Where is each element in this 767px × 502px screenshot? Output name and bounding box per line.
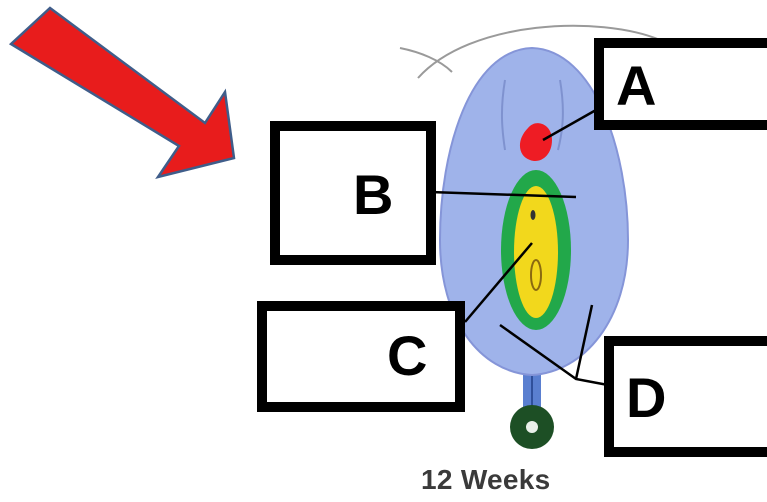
label-box-d (604, 336, 767, 457)
label-b: B (353, 163, 394, 226)
label-box-a (594, 38, 767, 130)
label-c: C (387, 324, 428, 387)
label-box-b (270, 121, 436, 265)
label-a: A (616, 54, 657, 117)
diagram-caption: 12 Weeks (421, 464, 551, 495)
leader-line-b (429, 190, 577, 199)
part-c (514, 186, 558, 318)
leader-line-c (464, 242, 533, 323)
label-box-c (257, 301, 465, 412)
curved-line (399, 24, 661, 79)
leader-line-a (542, 108, 597, 142)
red-arrow-icon (8, 6, 236, 180)
part-a (519, 123, 552, 162)
label-d: D (626, 366, 667, 429)
